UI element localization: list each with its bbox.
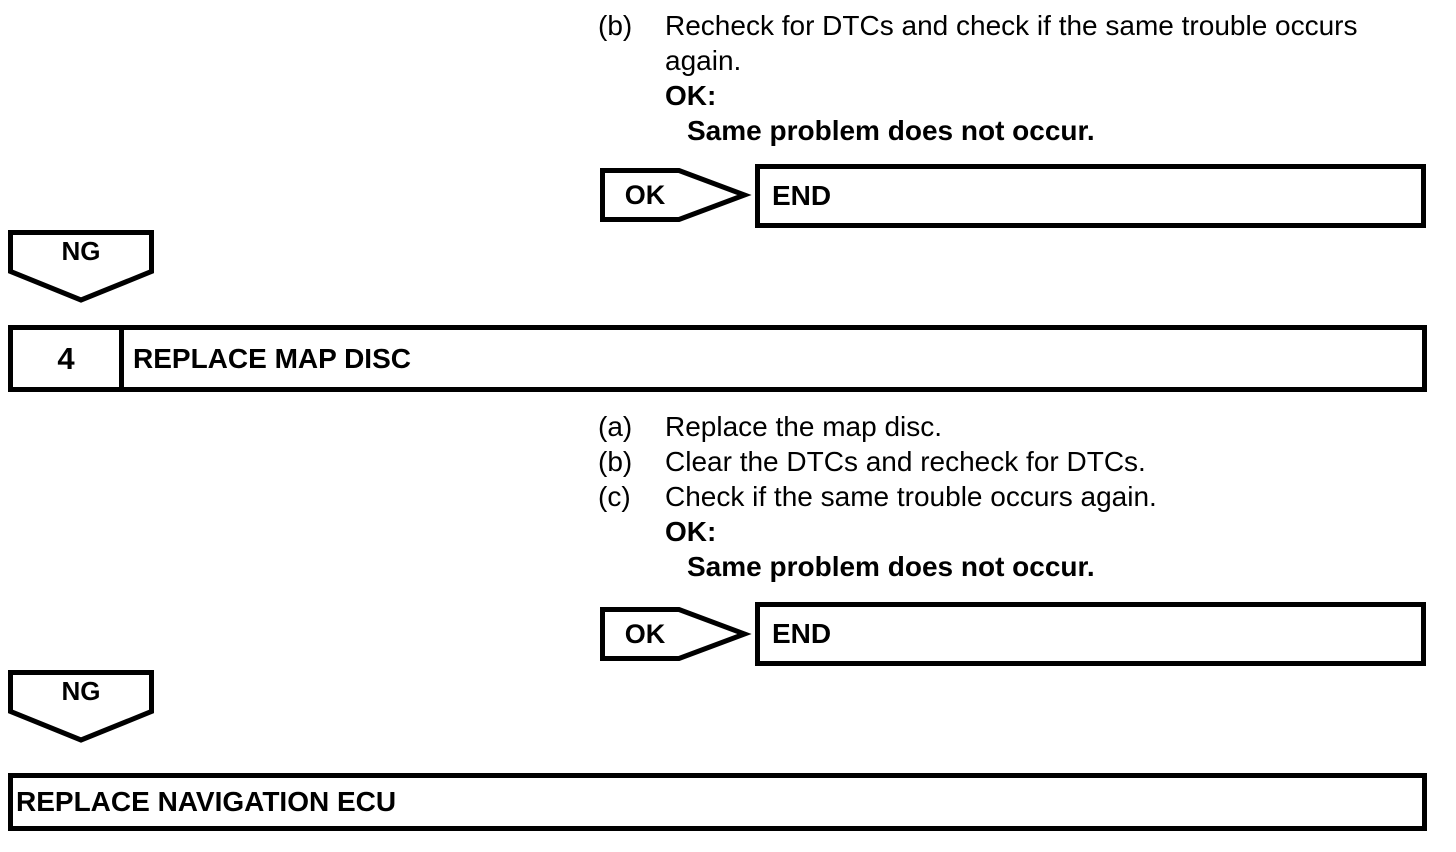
substep-label: (a) — [598, 411, 633, 442]
ok-heading: OK: — [665, 80, 717, 111]
ok-connector-arrow: OK — [600, 168, 752, 222]
end-box: END — [755, 164, 1426, 228]
ng-connector-label: NG — [61, 676, 101, 706]
down-pointer-pentagon-icon — [8, 670, 154, 743]
end-box: END — [755, 602, 1426, 666]
substep-text: Check if the same trouble occurs again. — [665, 481, 1157, 512]
step-number: 4 — [13, 330, 124, 387]
substep-row: (b) Recheck for DTCs and check if the sa… — [598, 8, 1410, 78]
right-arrow-pentagon-icon — [600, 168, 752, 222]
ok-connector-label: OK — [624, 179, 666, 210]
ok-condition: Same problem does not occur. — [687, 115, 1095, 146]
step-title: REPLACE MAP DISC — [133, 342, 411, 374]
substep-row: (c) Check if the same trouble occurs aga… — [598, 479, 1410, 514]
step-4-header: 4 REPLACE MAP DISC — [8, 325, 1427, 392]
final-action-title: REPLACE NAVIGATION ECU — [16, 786, 397, 817]
final-action-box: REPLACE NAVIGATION ECU — [8, 773, 1427, 831]
substep-label: (b) — [598, 446, 633, 477]
substep-row: (a) Replace the map disc. — [598, 409, 1410, 444]
ok-connector-label: OK — [624, 618, 666, 649]
ok-heading: OK: — [665, 516, 717, 547]
ok-condition: Same problem does not occur. — [687, 551, 1095, 582]
down-pointer-pentagon-icon — [8, 230, 154, 303]
prior-step-result-block: (b) Recheck for DTCs and check if the sa… — [598, 8, 1410, 148]
end-box-label: END — [772, 180, 832, 211]
ng-connector-label: NG — [61, 236, 101, 266]
ok-connector-arrow: OK — [600, 607, 752, 661]
substep-row: (b) Clear the DTCs and recheck for DTCs. — [598, 444, 1410, 479]
ng-connector-pentagon: NG — [8, 230, 154, 304]
substep-text: Clear the DTCs and recheck for DTCs. — [665, 446, 1146, 477]
substep-label: (b) — [598, 10, 633, 41]
end-box-label: END — [772, 618, 832, 649]
right-arrow-pentagon-icon — [600, 607, 752, 661]
step-4-substeps-block: (a) Replace the map disc. (b) Clear the … — [598, 409, 1410, 584]
substep-label: (c) — [598, 481, 631, 512]
ng-connector-pentagon: NG — [8, 670, 154, 744]
substep-text: Recheck for DTCs and check if the same t… — [665, 10, 1358, 76]
substep-text: Replace the map disc. — [665, 411, 943, 442]
